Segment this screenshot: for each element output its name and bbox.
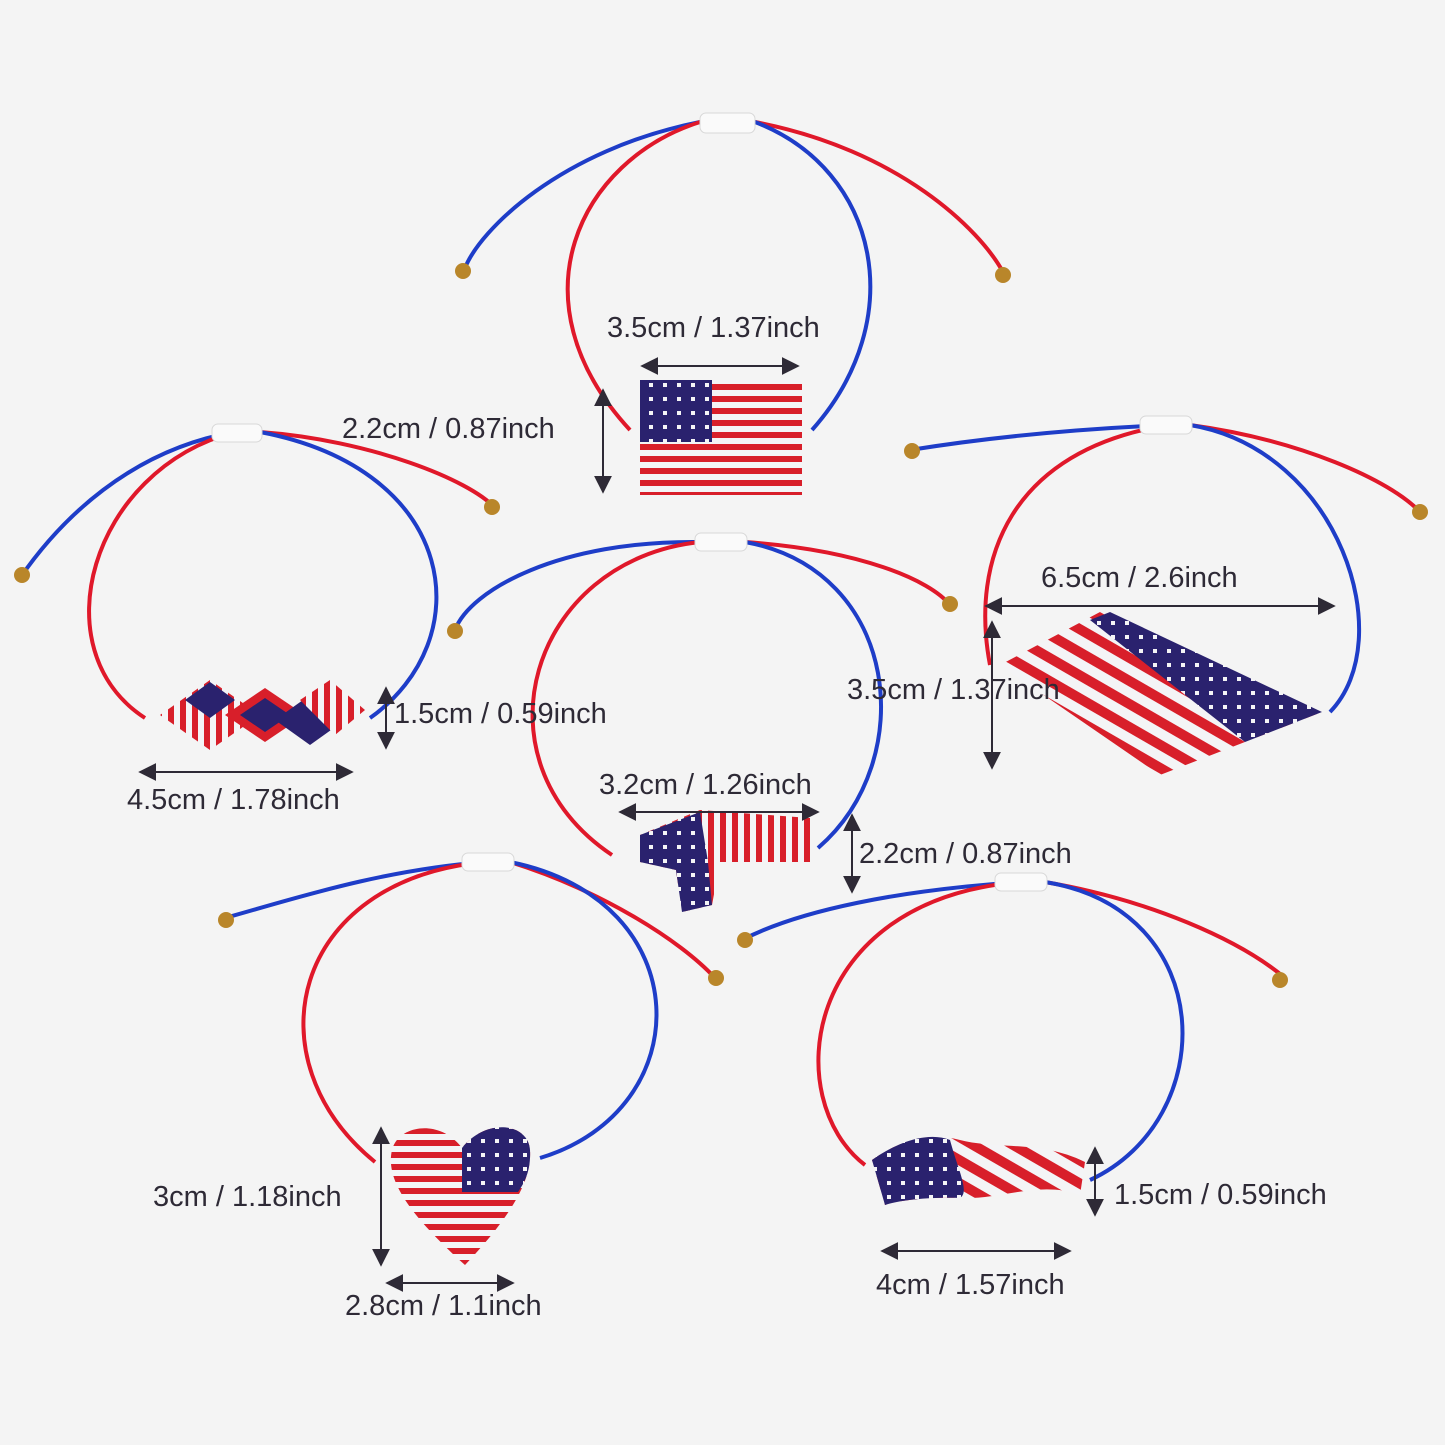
heart-height-label: 3cm / 1.18inch	[153, 1181, 342, 1213]
gun-shaped-bracelet	[447, 532, 958, 912]
large-diamond-width-label: 6.5cm / 2.6inch	[1041, 562, 1238, 594]
sliding-knot	[1139, 415, 1193, 435]
sliding-knot	[994, 872, 1048, 892]
heart-charm	[390, 1127, 531, 1265]
large-diamond-flag-bracelet	[904, 415, 1428, 775]
end-bead	[904, 443, 920, 459]
rectangle-flag-bracelet	[455, 112, 1011, 495]
end-bead	[1412, 504, 1428, 520]
diamond-chain-bracelet	[14, 423, 500, 750]
flag-charm	[640, 380, 802, 495]
heart-flag-bracelet	[218, 852, 724, 1265]
sliding-knot	[461, 852, 515, 872]
end-bead	[455, 263, 471, 279]
flag-width-label: 3.5cm / 1.37inch	[607, 312, 820, 344]
end-bead	[484, 499, 500, 515]
wavy-flag-bracelet	[737, 872, 1288, 1205]
end-bead	[942, 596, 958, 612]
gun-height-label: 2.2cm / 0.87inch	[859, 838, 1072, 870]
wavy-flag-charm	[872, 1136, 1085, 1205]
gun-charm	[640, 810, 810, 912]
large-diamond-height-label: 3.5cm / 1.37inch	[847, 674, 1060, 706]
dimension-arrows	[138, 357, 1336, 1292]
sliding-knot	[211, 423, 263, 443]
diamond-flag-charm	[1000, 612, 1322, 775]
end-bead	[995, 267, 1011, 283]
gun-width-label: 3.2cm / 1.26inch	[599, 769, 812, 801]
end-bead	[218, 912, 234, 928]
diamond-chain-width-label: 4.5cm / 1.78inch	[127, 784, 340, 816]
end-bead	[708, 970, 724, 986]
sliding-knot	[694, 532, 748, 552]
end-bead	[1272, 972, 1288, 988]
sliding-knot	[699, 112, 756, 134]
end-bead	[447, 623, 463, 639]
end-bead	[14, 567, 30, 583]
end-bead	[737, 932, 753, 948]
wave-height-label: 1.5cm / 0.59inch	[1114, 1179, 1327, 1211]
diamond-charm	[160, 680, 365, 750]
flag-height-label: 2.2cm / 0.87inch	[342, 413, 555, 445]
heart-width-label: 2.8cm / 1.1inch	[345, 1290, 542, 1322]
wave-width-label: 4cm / 1.57inch	[876, 1269, 1065, 1301]
diamond-chain-height-label: 1.5cm / 0.59inch	[394, 698, 607, 730]
